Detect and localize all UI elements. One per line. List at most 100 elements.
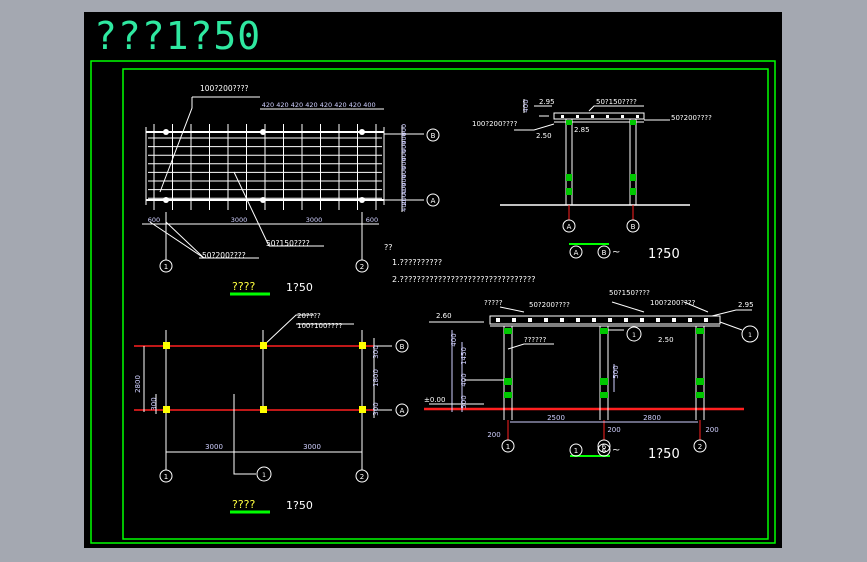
elev-right-dim-top: 400 (522, 99, 530, 112)
plan-top-dim-bottom: 600 (148, 216, 160, 224)
elev-right-beam3-label: 50?200???? (671, 114, 712, 122)
plan-bottom-dim-right3: 300 (372, 402, 380, 415)
elev-right-axis-b: B (631, 223, 636, 231)
plan-bottom-col2-label: 100?100???? (297, 322, 343, 330)
elev-bottom-joints (504, 328, 704, 398)
elev-bottom-dim-left-4: 500 (460, 395, 468, 408)
plan-top-dim-right: 400 (400, 199, 408, 211)
plan-bottom-dim-bottom-2: 3000 (303, 443, 321, 451)
plan-top-dim-right: 2000 (400, 189, 408, 206)
plan-bottom-axis-a: A (400, 407, 405, 415)
elev-bottom-mark-1: 1 (632, 332, 636, 339)
plan-top-dim-top: 420 (305, 101, 317, 109)
plan-top-axis-2: 2 (360, 263, 364, 271)
plan-top-dim-bottom: 3000 (231, 216, 248, 224)
elev-right-caption-a: A (574, 249, 579, 257)
elev-bottom-caption-6: 6 (602, 447, 607, 455)
plan-top-dim-right: 400 (400, 166, 408, 178)
plan-bottom-caption: ???? (232, 498, 256, 511)
elev-bottom-caption-1: 1 (574, 447, 578, 455)
plan-top-dim-right: 400 (400, 183, 408, 195)
plan-bottom-section-mark: 1 (262, 472, 266, 479)
plan-bottom-dim-right2: 1800 (372, 369, 380, 387)
leader-beam1 (159, 97, 193, 193)
elev-bottom-dim-left-1: 400 (450, 333, 458, 346)
plan-top-axis-1: 1 (164, 263, 168, 271)
plan-top-dim-top: 420 (276, 101, 288, 109)
plan-top-caption: ???? (232, 280, 256, 293)
elev-bottom-mark-2: 1 (748, 332, 752, 339)
elev-right-rafters (561, 115, 639, 118)
plan-top-dim-top: 420 (349, 101, 361, 109)
elev-right-beam1-label: 50?150???? (596, 98, 637, 106)
plan-bottom-col1-label: 20???? (297, 312, 321, 320)
plan-top-axis-b: B (431, 132, 436, 140)
elev-bottom-dim-left-2: 1450 (460, 347, 468, 365)
elev-bottom-dim-left-3: 400 (460, 373, 468, 386)
elev-bottom-dim-bottom-1: 2500 (547, 414, 565, 422)
plan-bottom-dim-bottom-1: 3000 (205, 443, 223, 451)
plan-bottom-axis-b: B (400, 343, 405, 351)
plan-top-dim-right: 400 (400, 149, 408, 161)
elev-right (500, 99, 690, 259)
plan-top-dim-right: 400 (400, 124, 408, 136)
elev-bottom-axis-2: 2 (698, 443, 702, 451)
plan-bottom-dim-left2: 300 (150, 397, 158, 410)
elev-bottom-level-left: 2.60 (436, 312, 452, 320)
plan-top-dim-top: 420 (320, 101, 332, 109)
plan-top-dim-bottom: 3000 (306, 216, 323, 224)
plan-bottom-axis-1: 1 (164, 473, 168, 481)
elev-right-scale: 1?50 (648, 247, 680, 262)
plan-top-grid-dots (163, 129, 365, 203)
plan-top-dim-right: 400 (400, 141, 408, 153)
notes-heading: ?? (384, 243, 393, 252)
plan-top-beam1-label: 100?200???? (200, 84, 249, 93)
plan-bottom (134, 314, 409, 514)
elev-bottom-level-zero: ±0.00 (424, 396, 445, 404)
elev-bottom-axis-1: 1 (506, 443, 510, 451)
elev-bottom-left-label: ????? (484, 299, 503, 307)
elev-right-beam2-label: 100?200???? (472, 120, 518, 128)
plan-top-dim-top: 420 (334, 101, 346, 109)
elev-right-joints (566, 120, 636, 195)
plan-top-dim-top: 400 (363, 101, 375, 109)
elev-bottom-dim-under-1: 200 (487, 431, 500, 439)
plan-top-beam3-label: 50?150???? (266, 239, 310, 248)
elev-right-axis-a: A (567, 223, 572, 231)
elev-bottom-seat-label: ?????? (524, 336, 547, 344)
plan-axis-2-circle (355, 259, 369, 273)
plan-axis-1-circle (159, 259, 173, 273)
outer-frame (90, 60, 776, 544)
plan-top-dim-top: 420 (262, 101, 274, 109)
plan-grid-lines (148, 124, 382, 210)
plan-top-scale: 1?50 (286, 281, 313, 294)
drawing-title: ???1?50 (94, 14, 262, 58)
elev-right-level-3: 2.50 (536, 132, 552, 140)
plan-top-dim-right: 400 (400, 132, 408, 144)
elev-bottom-dim-mid: 500 (612, 365, 620, 378)
elev-right-caption-tilde: ~ (612, 247, 620, 258)
elev-bottom-beam3-label: 100?200???? (650, 299, 696, 307)
elev-bottom-level-top-right: 2.95 (738, 301, 754, 309)
drawing-canvas[interactable]: ???1?50 (84, 12, 782, 548)
plan-bottom-scale: 1?50 (286, 499, 313, 512)
plan-bottom-dim-right1: 300 (372, 345, 380, 358)
elev-bottom-dim-under-3: 200 (705, 426, 718, 434)
elev-bottom-beam1-label: 50?150???? (609, 289, 650, 297)
plan-axis-a-circle (426, 193, 440, 207)
plan-top-dim-right: 400 (400, 157, 408, 169)
notes-line2: 2.???????????????????????????????? (392, 275, 536, 284)
leader-beam3 (233, 171, 270, 247)
inner-frame (122, 68, 769, 540)
plan-top-dim-right: 400 (400, 174, 408, 186)
plan-bottom-columns (163, 342, 366, 413)
elev-bottom-caption-tilde: ~ (612, 445, 620, 456)
plan-axis-b-circle (426, 128, 440, 142)
plan-top-dim-top: 420 (291, 101, 303, 109)
elev-right-level-2: 2.85 (574, 126, 590, 134)
plan-bottom-dim-left: 2800 (134, 375, 142, 393)
elev-bottom-scale: 1?50 (648, 447, 680, 462)
elev-bottom-axis-6: 6 (602, 443, 607, 451)
leader-beam2 (165, 221, 206, 259)
